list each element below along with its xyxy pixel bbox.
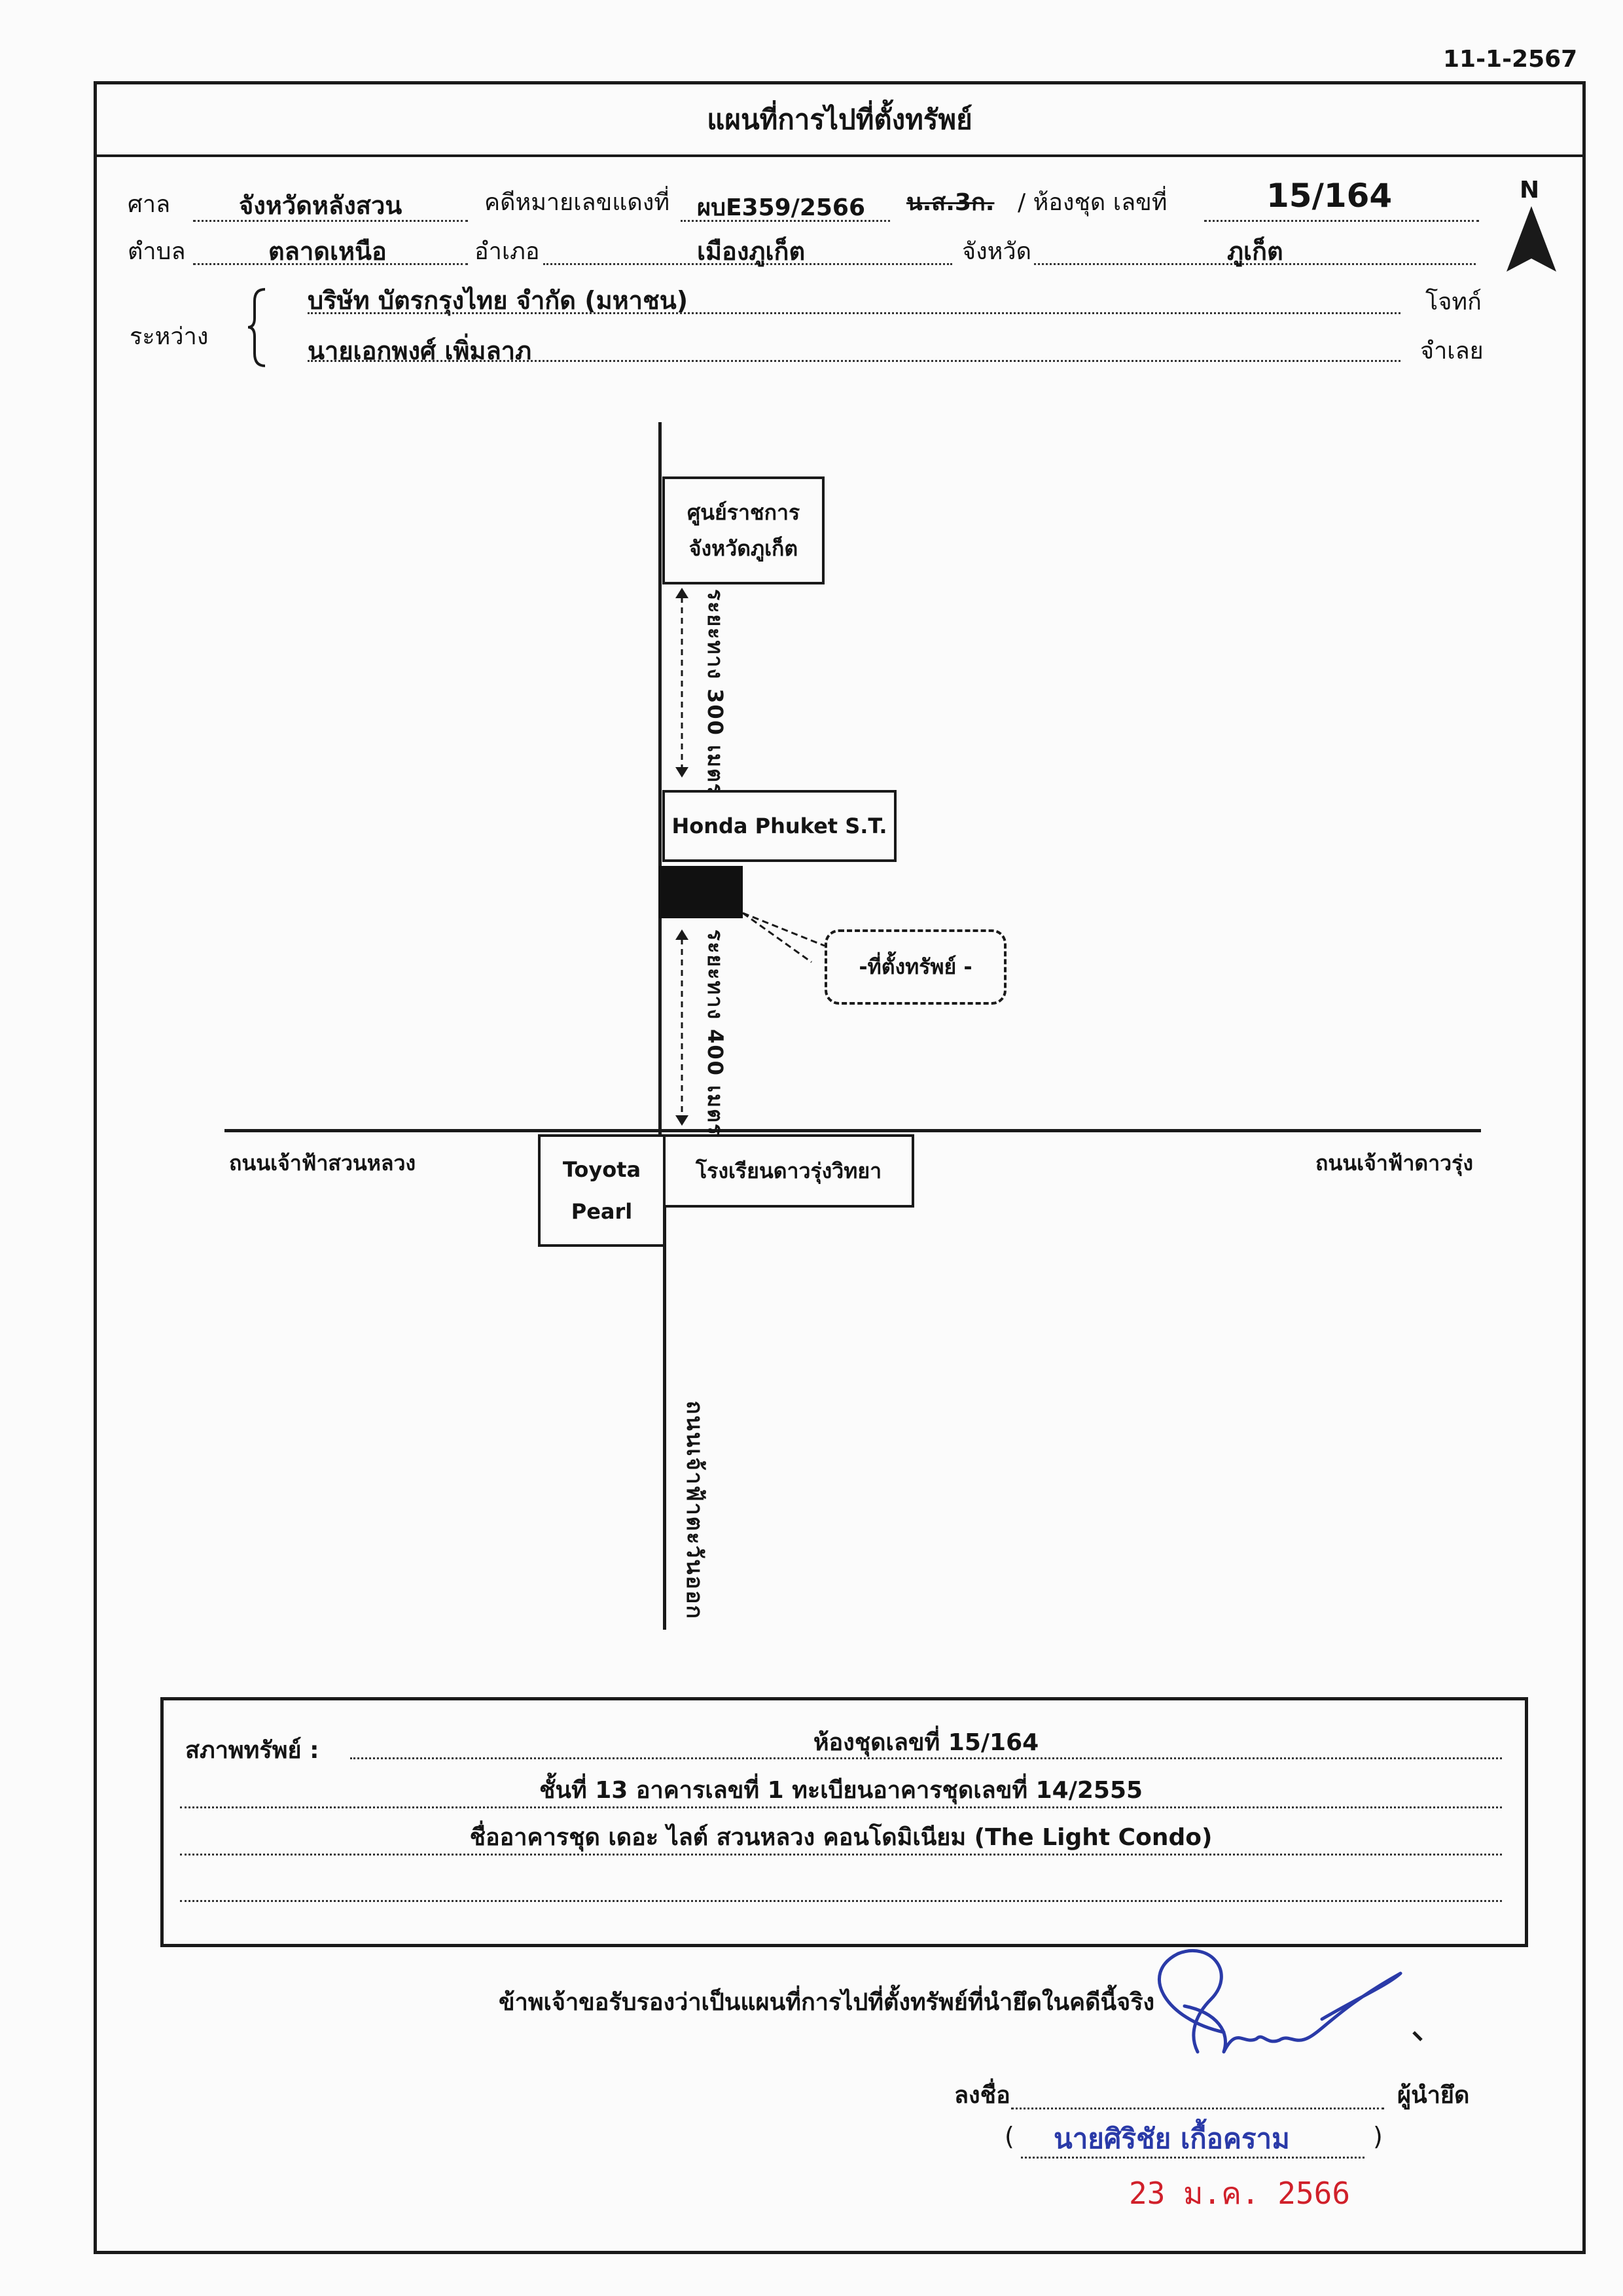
condition-line-3 xyxy=(180,1854,1502,1856)
honda-label: Honda Phuket S.T. xyxy=(671,813,887,838)
plaintiff-line xyxy=(308,312,1400,314)
name-line xyxy=(1021,2157,1364,2159)
name-close-paren: ) xyxy=(1373,2122,1383,2151)
road-horizontal xyxy=(224,1129,1481,1132)
condition-line-2 xyxy=(180,1806,1502,1808)
defendant-role: จำเลย xyxy=(1420,338,1484,365)
defendant-name: นายเอกพงศ์ เพิ่มลาภ xyxy=(308,336,532,365)
court-line xyxy=(193,220,468,222)
toyota-line1: Toyota xyxy=(562,1157,641,1182)
between-label: ระหว่าง xyxy=(130,323,209,350)
condition-label: สภาพทรัพย์ : xyxy=(185,1737,319,1764)
condition-text-2: ชั้นที่ 13 อาคารเลขที่ 1 ทะเบียนอาคารชุด… xyxy=(539,1777,1143,1804)
condition-box xyxy=(160,1697,1528,1947)
road-vertical-upper xyxy=(658,422,662,1136)
subdistrict-line xyxy=(193,263,468,265)
case-label: คดีหมายเลขแดงที่ xyxy=(484,189,670,216)
signature-line xyxy=(1011,2108,1384,2109)
unit-label: / ห้องชุด เลขที่ xyxy=(1018,189,1168,216)
road-right-label: ถนนเจ้าฟ้าดาวรุ่ง xyxy=(1315,1151,1473,1175)
north-label: N xyxy=(1520,177,1540,204)
brace-icon xyxy=(247,288,266,367)
document-date: 11-1-2567 xyxy=(1443,46,1578,73)
road-vertical-lower xyxy=(663,1136,666,1630)
certification-statement: ข้าพเจ้าขอรับรองว่าเป็นแผนที่การไปที่ตั้… xyxy=(499,1989,1155,2016)
road-left-label: ถนนเจ้าฟ้าสวนหลวง xyxy=(229,1151,416,1175)
document-frame xyxy=(94,81,1586,2254)
school-label: โรงเรียนดาวรุ่งวิทยา xyxy=(695,1158,882,1183)
plaintiff-name: บริษัท บัตรกรุงไทย จำกัด (มหาชน) xyxy=(308,286,688,315)
property-marker xyxy=(659,866,743,918)
unit-number: 15/164 xyxy=(1266,177,1393,215)
condition-text-1: ห้องชุดเลขที่ 15/164 xyxy=(813,1729,1039,1756)
condition-line-4 xyxy=(180,1900,1502,1902)
property-callout: -ที่ตั้งทรัพย์ - xyxy=(825,929,1007,1005)
government-center-line1: ศูนย์ราชการ xyxy=(687,500,800,526)
north-arrow-icon xyxy=(1507,206,1556,272)
government-center-box: ศูนย์ราชการ จังหวัดภูเก็ต xyxy=(662,476,825,584)
toyota-line2: Pearl xyxy=(571,1199,633,1224)
unit-line xyxy=(1204,220,1479,222)
distance-bottom-label: ระยะทาง 400 เมตร xyxy=(703,929,728,1137)
title-divider xyxy=(97,154,1582,157)
road-vertical-label: ถนนเจ้าฟ้าตะวันออก xyxy=(681,1401,707,1620)
toyota-box: Toyota Pearl xyxy=(538,1134,666,1247)
page-title: แผนที่การไปที่ตั้งทรัพย์ xyxy=(707,103,972,135)
subdistrict-label: ตำบล xyxy=(128,238,186,265)
sign-label: ลงชื่อ xyxy=(954,2082,1010,2109)
name-open-paren: ( xyxy=(1005,2122,1014,2151)
case-line xyxy=(681,220,890,222)
court-value: จังหวัดหลังสวน xyxy=(239,191,402,220)
distance-top-label: ระยะทาง 300 เมตร xyxy=(703,589,728,797)
distance-arrow-top-icon xyxy=(675,588,688,778)
distance-arrow-bottom-icon xyxy=(675,929,688,1126)
school-box: โรงเรียนดาวรุ่งวิทยา xyxy=(663,1134,914,1208)
struck-deed-type: น.ส.3ก. xyxy=(906,189,995,216)
signer-name: นายศิริชัย เกื้อคราม xyxy=(1054,2123,1290,2155)
condition-line-1 xyxy=(350,1757,1502,1759)
condition-text-3: ชื่ออาคารชุด เดอะ ไลต์ สวนหลวง คอนโดมิเน… xyxy=(469,1824,1213,1851)
government-center-line2: จังหวัดภูเก็ต xyxy=(688,535,798,561)
district-value: เมืองภูเก็ต xyxy=(697,237,806,266)
subdistrict-value: ตลาดเหนือ xyxy=(268,237,387,266)
stamp-date: 23 ม.ค. 2566 xyxy=(1129,2176,1351,2211)
defendant-line xyxy=(308,360,1400,362)
plaintiff-role: โจทก์ xyxy=(1425,289,1482,315)
province-line xyxy=(1034,263,1476,265)
court-label: ศาล xyxy=(128,191,171,218)
honda-box: Honda Phuket S.T. xyxy=(662,790,897,862)
district-label: อำเภอ xyxy=(474,238,540,265)
property-pointer-icon xyxy=(742,912,825,963)
case-value: ผบE359/2566 xyxy=(697,194,866,221)
signature-image xyxy=(1158,1948,1423,2054)
province-label: จังหวัด xyxy=(962,238,1031,265)
district-line xyxy=(543,263,952,265)
province-value: ภูเก็ต xyxy=(1227,237,1283,266)
signer-role: ผู้นำยึด xyxy=(1397,2082,1470,2109)
